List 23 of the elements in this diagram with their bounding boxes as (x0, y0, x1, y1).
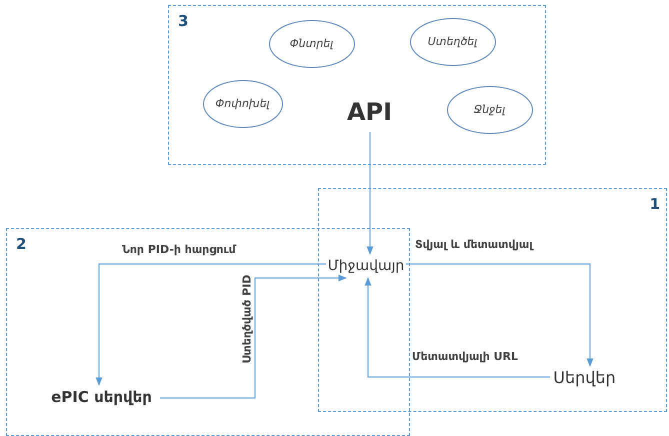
region-number: 1 (650, 197, 660, 212)
dashed-region (6, 228, 410, 436)
region-number: 3 (178, 14, 188, 29)
node-label: Սերվեր (550, 366, 620, 390)
edge-label: Նոր PID-ի հարցում (122, 244, 236, 256)
edge-label: Տվյալ և մետատվյալ (415, 239, 533, 252)
arrow (364, 277, 550, 378)
node-label: API (340, 98, 400, 126)
node-label: Միջավայր (326, 254, 406, 278)
arrow (96, 263, 326, 386)
oval-label: Փնտրել (290, 37, 334, 50)
oval-label: Ստեղծել (428, 35, 478, 48)
edge-label: Ստեղծված PID (241, 274, 254, 364)
region-number: 2 (16, 237, 26, 252)
dashed-region (168, 5, 546, 165)
oval-label: Փոփոխել (215, 97, 270, 110)
oval-label: Ջնջել (474, 103, 506, 116)
node-label: ePIC սերվեր (44, 384, 160, 408)
arrow (406, 263, 594, 367)
edge-label: Մետատվյալի URL (412, 351, 518, 364)
arrow (366, 132, 374, 255)
arrow (160, 274, 347, 399)
dashed-region (318, 188, 667, 412)
